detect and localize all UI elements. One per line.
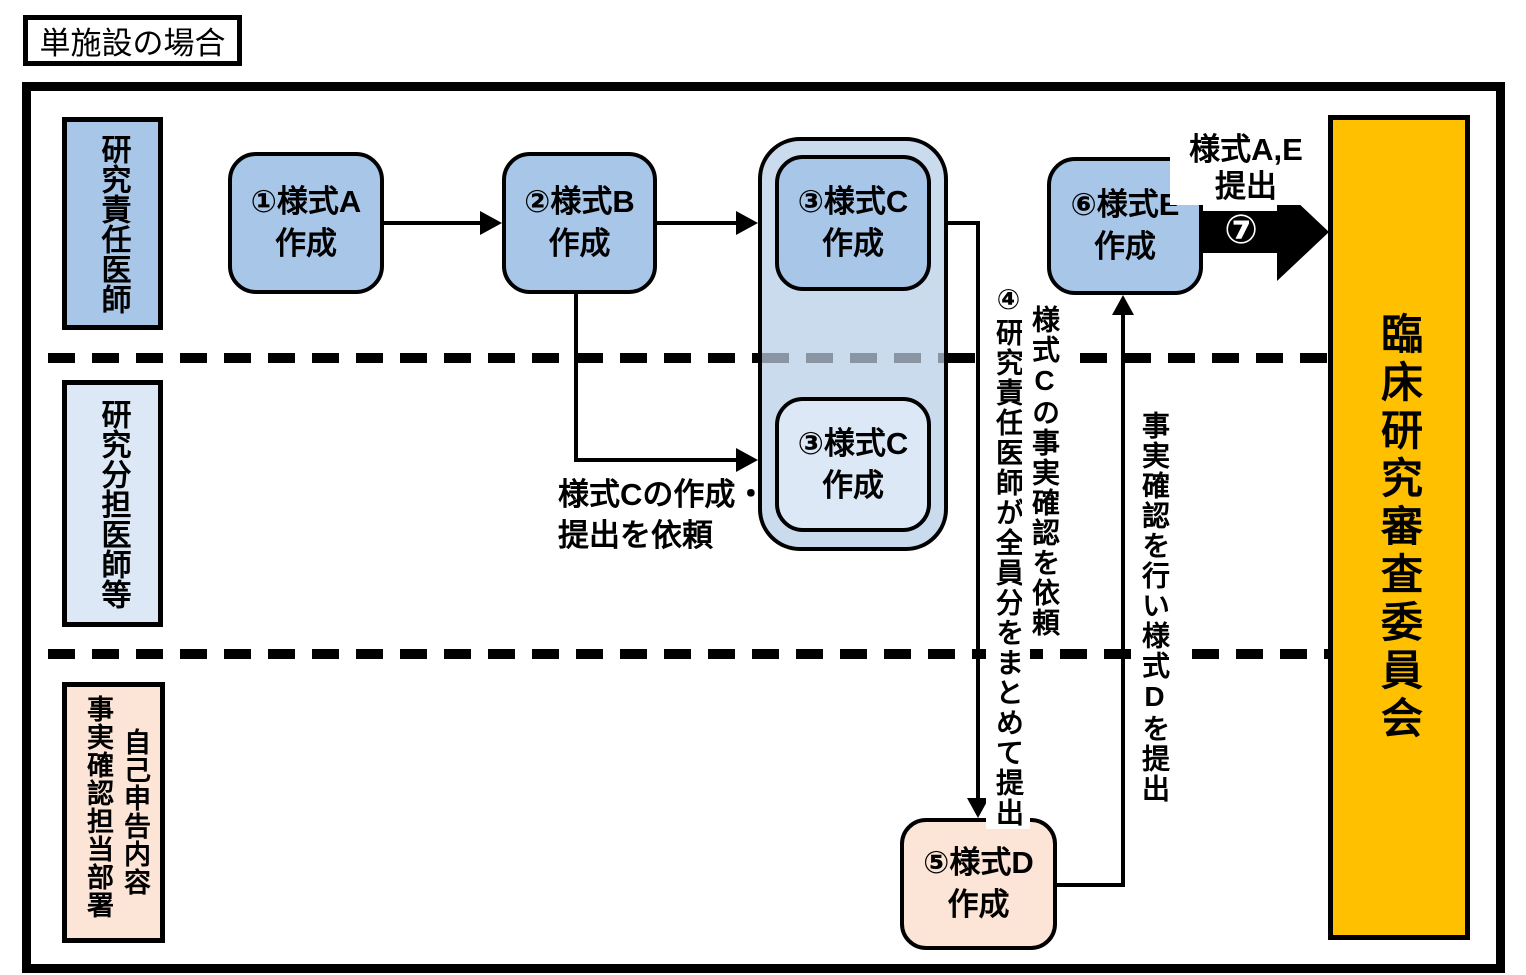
step4-request-label: 様式Cの事実確認を依頼 [1022, 304, 1066, 639]
request-form-c-line1: 様式Cの作成・ [558, 477, 767, 512]
lane2-text: 研究分担医師等 [96, 398, 130, 609]
step1-form-a-box: ①様式A 作成 [228, 152, 384, 294]
submit-ae-line2: 提出 [1215, 169, 1277, 204]
step3b-line1: ③様式C [797, 425, 909, 461]
step5-line1: ⑤様式D [923, 845, 1034, 880]
connector-group-right [946, 221, 980, 225]
submit-ae-label: 様式A,E 提出 [1170, 131, 1322, 205]
arrowhead-step2 [480, 211, 502, 235]
connector-step2-down [574, 294, 578, 462]
step1-line1: ①様式A [250, 184, 362, 219]
lane3-text-right: 自己申告内容 [120, 728, 150, 896]
step5-line2: 作成 [947, 887, 1010, 922]
lane-divider-1-over-group [762, 353, 944, 363]
submit-arrow-shaft [1203, 211, 1279, 253]
connector-step2-step3sub [574, 458, 736, 462]
lane-divider-2 [48, 649, 1328, 659]
step6-line2: 作成 [1094, 229, 1156, 264]
clinical-research-review-committee-box: 臨床研究審査委員会 [1328, 115, 1470, 940]
request-form-c-line2: 提出を依頼 [558, 518, 713, 553]
lane1-text: 研究責任医師 [96, 133, 130, 314]
connector-step2-step3 [657, 221, 736, 225]
step7-badge: ⑦ [1224, 208, 1258, 252]
arrowhead-step3-sub [736, 448, 758, 472]
request-form-c-label: 様式Cの作成・ 提出を依頼 [558, 474, 766, 556]
lane3-text-left: 事実確認担当部署 [83, 695, 113, 919]
lane-label-fact-check-department: 事実確認担当部署 自己申告内容 [62, 682, 165, 943]
step3a-line1: ③様式C [797, 184, 909, 219]
connector-step5-up [1121, 313, 1125, 887]
step3-form-c-box-sub: ③様式C 作成 [775, 397, 931, 532]
step6-line1: ⑥様式E [1070, 187, 1180, 222]
arrowhead-step3-lead [736, 211, 758, 235]
step2-form-b-box: ②様式B 作成 [502, 152, 657, 294]
fact-check-submit-d-label: 事実確認を行い様式Dを提出 [1132, 410, 1176, 805]
diagram-title: 単施設の場合 [39, 26, 226, 61]
step2-line1: ②様式B [524, 184, 635, 219]
committee-text: 臨床研究審査委員会 [1375, 311, 1423, 744]
step2-line2: 作成 [548, 226, 611, 261]
step5-form-d-box: ⑤様式D 作成 [900, 818, 1057, 950]
connector-step5-right [1055, 883, 1125, 887]
step3-form-c-box-lead: ③様式C 作成 [775, 155, 931, 291]
step1-line2: 作成 [275, 226, 337, 261]
step3a-line2: 作成 [822, 226, 884, 261]
lane-divider-1-left [48, 353, 758, 363]
step3b-line2: 作成 [822, 467, 884, 503]
arrowhead-step6 [1112, 295, 1134, 315]
arrowhead-step5 [967, 798, 989, 818]
step6-form-e-box: ⑥様式E 作成 [1047, 157, 1203, 295]
lane-label-co-investigators: 研究分担医師等 [62, 380, 163, 627]
submit-ae-line1: 様式A,E [1189, 132, 1303, 167]
connector-step1-step2 [382, 221, 482, 225]
connector-step4-down [976, 221, 980, 800]
lane-divider-1-right [948, 353, 1328, 363]
lane-label-principal-investigator: 研究責任医師 [62, 117, 163, 330]
diagram-title-box: 単施設の場合 [23, 15, 242, 66]
